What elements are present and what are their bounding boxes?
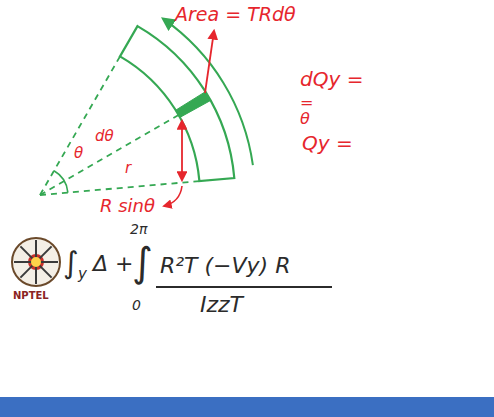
angle-label: θ xyxy=(74,145,83,162)
leader-line xyxy=(205,31,214,93)
integral-sign: ∫ xyxy=(63,246,79,279)
denominator: IzzT xyxy=(200,293,243,317)
equation-text: dQy = xyxy=(300,68,363,90)
integral-limit: 2π xyxy=(130,222,147,237)
height-label: R sinθ xyxy=(100,196,155,216)
logo-text: NPTEL xyxy=(13,290,49,301)
equation-text: Δ xyxy=(93,252,108,276)
integral-sign: ∫ xyxy=(132,240,153,284)
subscript: y xyxy=(78,266,87,283)
area-strip xyxy=(176,92,211,118)
angle-arc xyxy=(54,171,68,193)
integral-limit: 0 xyxy=(132,298,141,313)
area-label: Area = TRdθ xyxy=(175,4,296,25)
equation-text: = xyxy=(300,94,313,112)
angle-increment: dθ xyxy=(95,128,114,145)
dashed-radius xyxy=(40,56,120,195)
height-dimension xyxy=(181,121,183,180)
numerator: R²T (−Vy) R xyxy=(160,254,291,278)
equation-text: θ xyxy=(300,110,310,128)
leader-line xyxy=(164,186,182,206)
fraction-bar xyxy=(156,286,332,288)
dashed-radius xyxy=(40,115,179,195)
equation-text: Qy = xyxy=(302,132,353,154)
annular-sector xyxy=(120,26,234,181)
footer-bar xyxy=(0,397,494,417)
equation-text: + xyxy=(115,252,133,276)
dashed-radius xyxy=(40,181,199,195)
direction-arrow xyxy=(163,19,253,165)
nptel-logo xyxy=(12,238,60,286)
radius-label: r xyxy=(125,160,131,177)
